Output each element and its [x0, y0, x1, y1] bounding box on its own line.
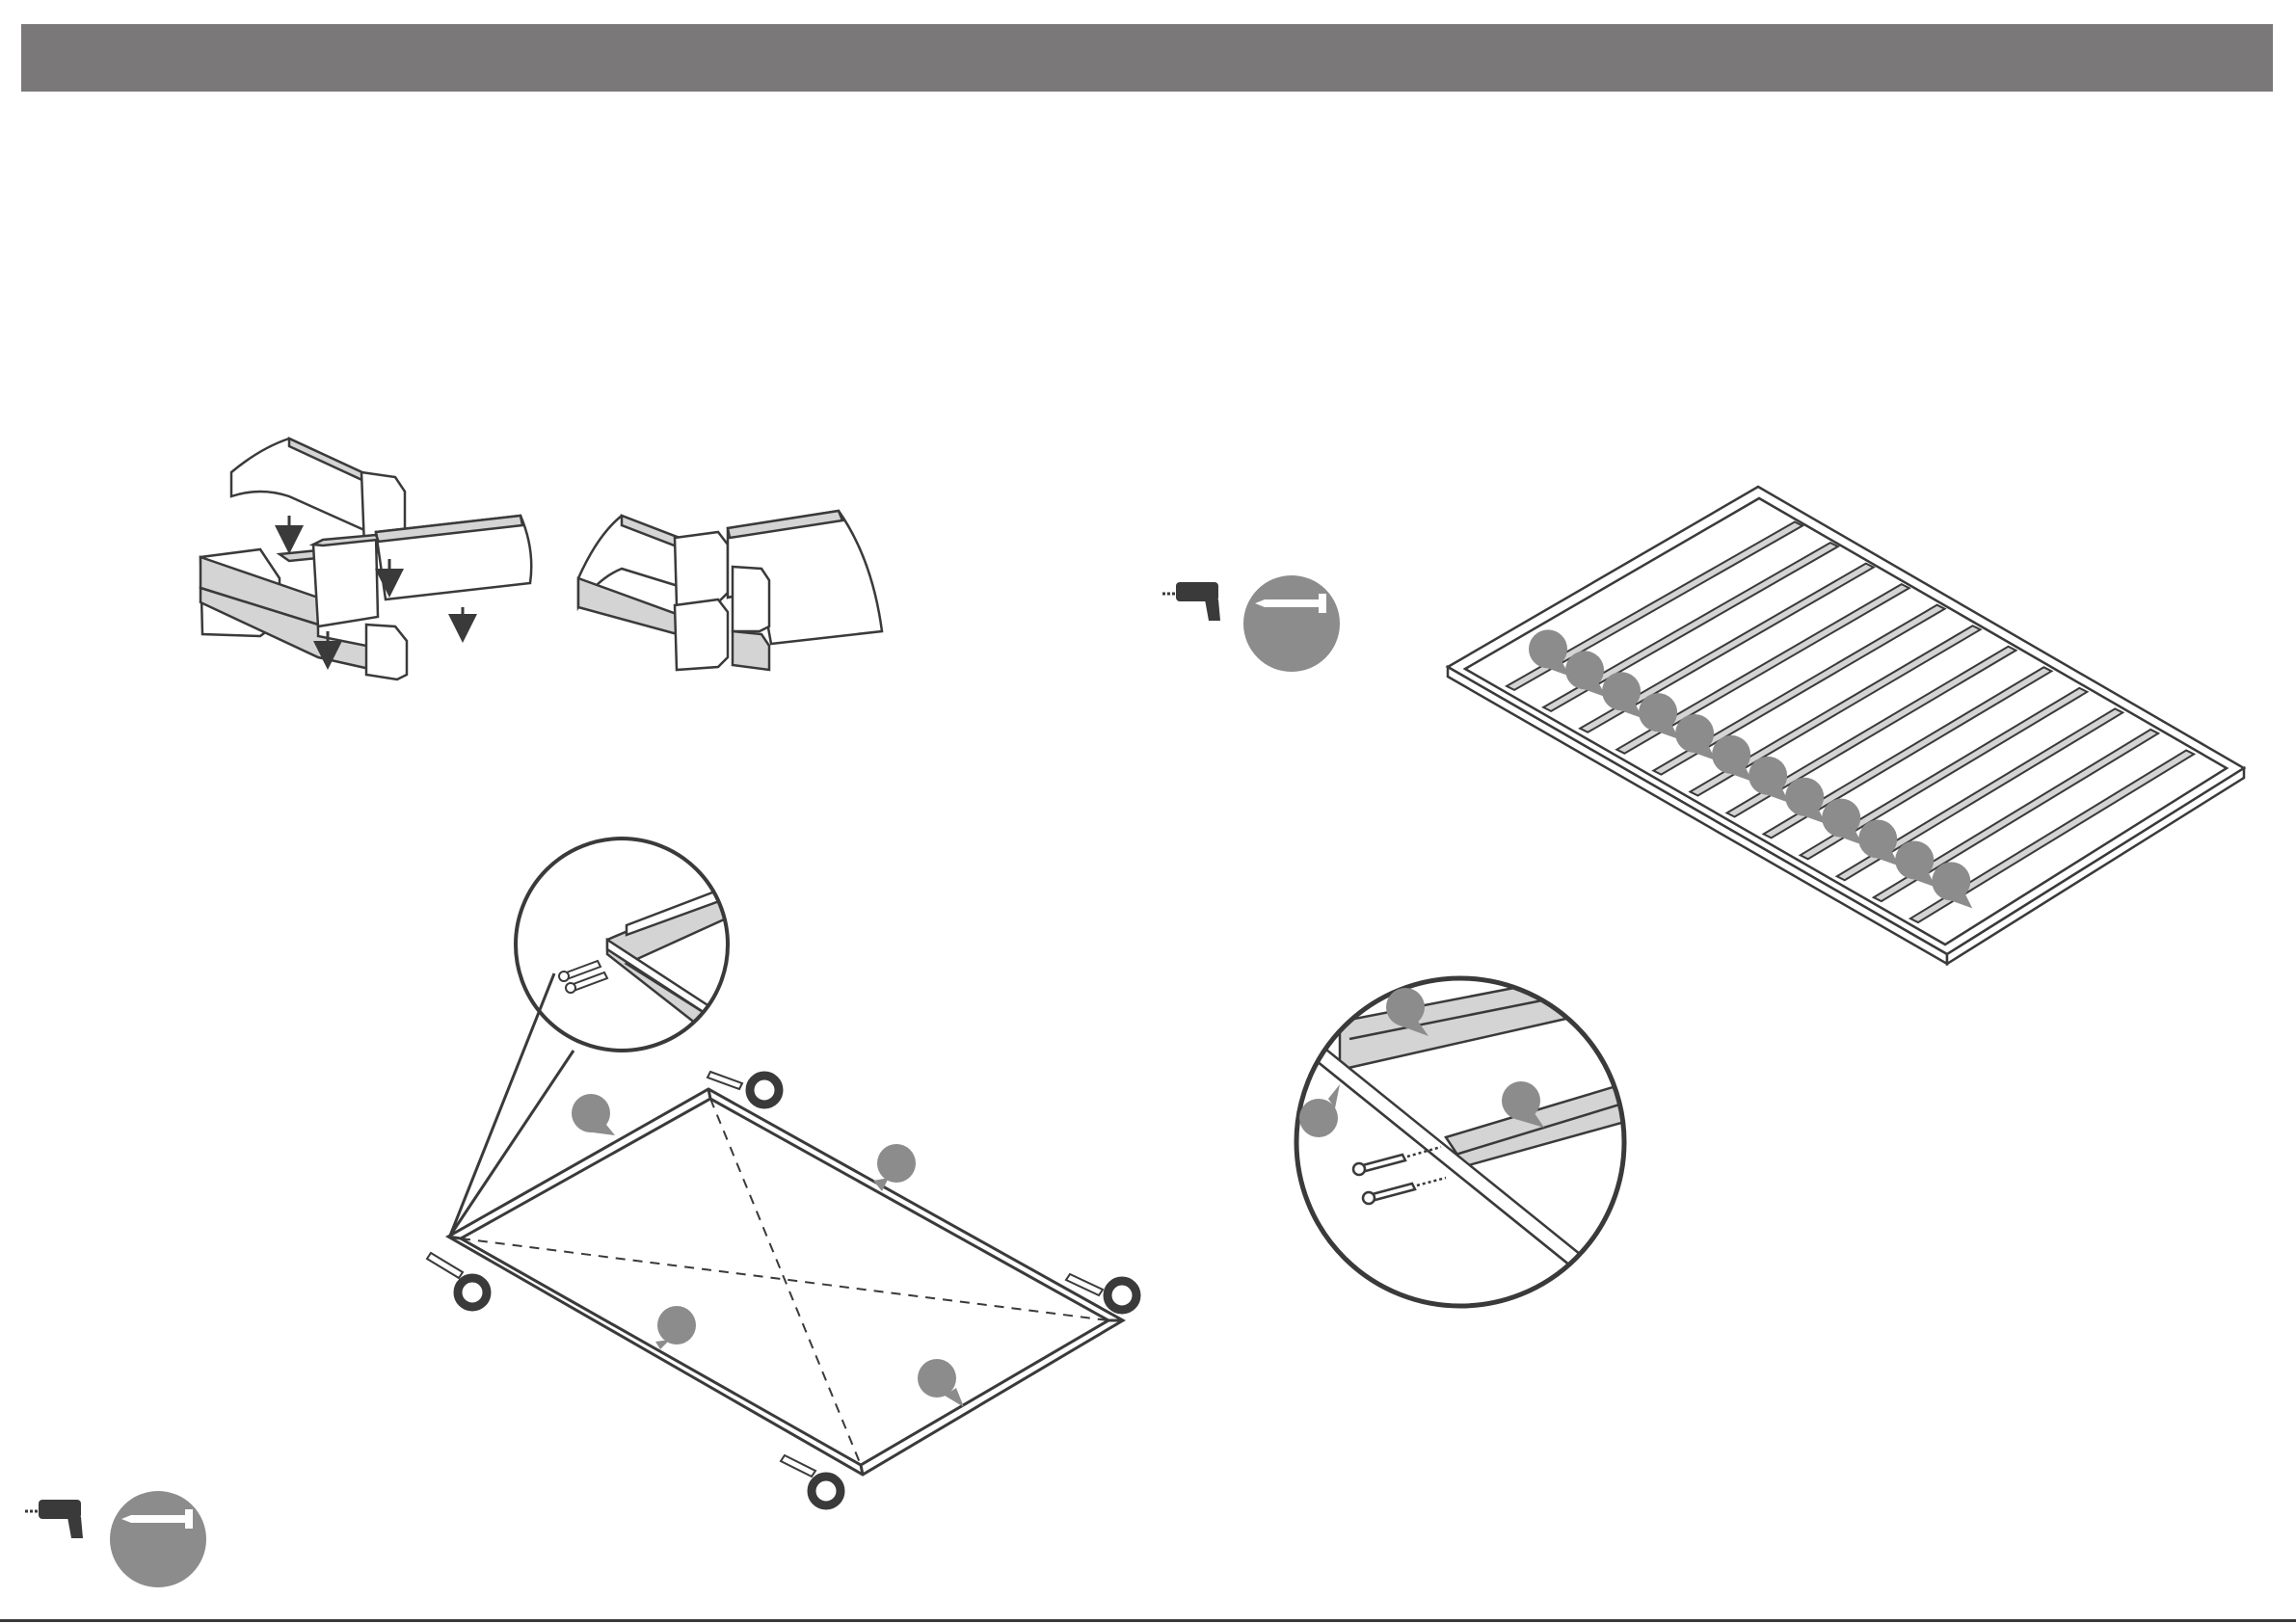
joist-screw-detail [1292, 964, 1639, 1306]
drill-icon [25, 1500, 83, 1538]
screw-badge [110, 1491, 206, 1587]
drill-icon [1162, 582, 1220, 621]
interlock-after [578, 511, 882, 670]
corner-screw-detail [516, 839, 733, 1051]
screw-badge [1243, 575, 1340, 672]
joist-grid [1448, 487, 2244, 964]
interlock-before [200, 439, 531, 679]
footer-line [0, 1619, 2296, 1622]
frame-assembly [448, 1089, 1123, 1475]
